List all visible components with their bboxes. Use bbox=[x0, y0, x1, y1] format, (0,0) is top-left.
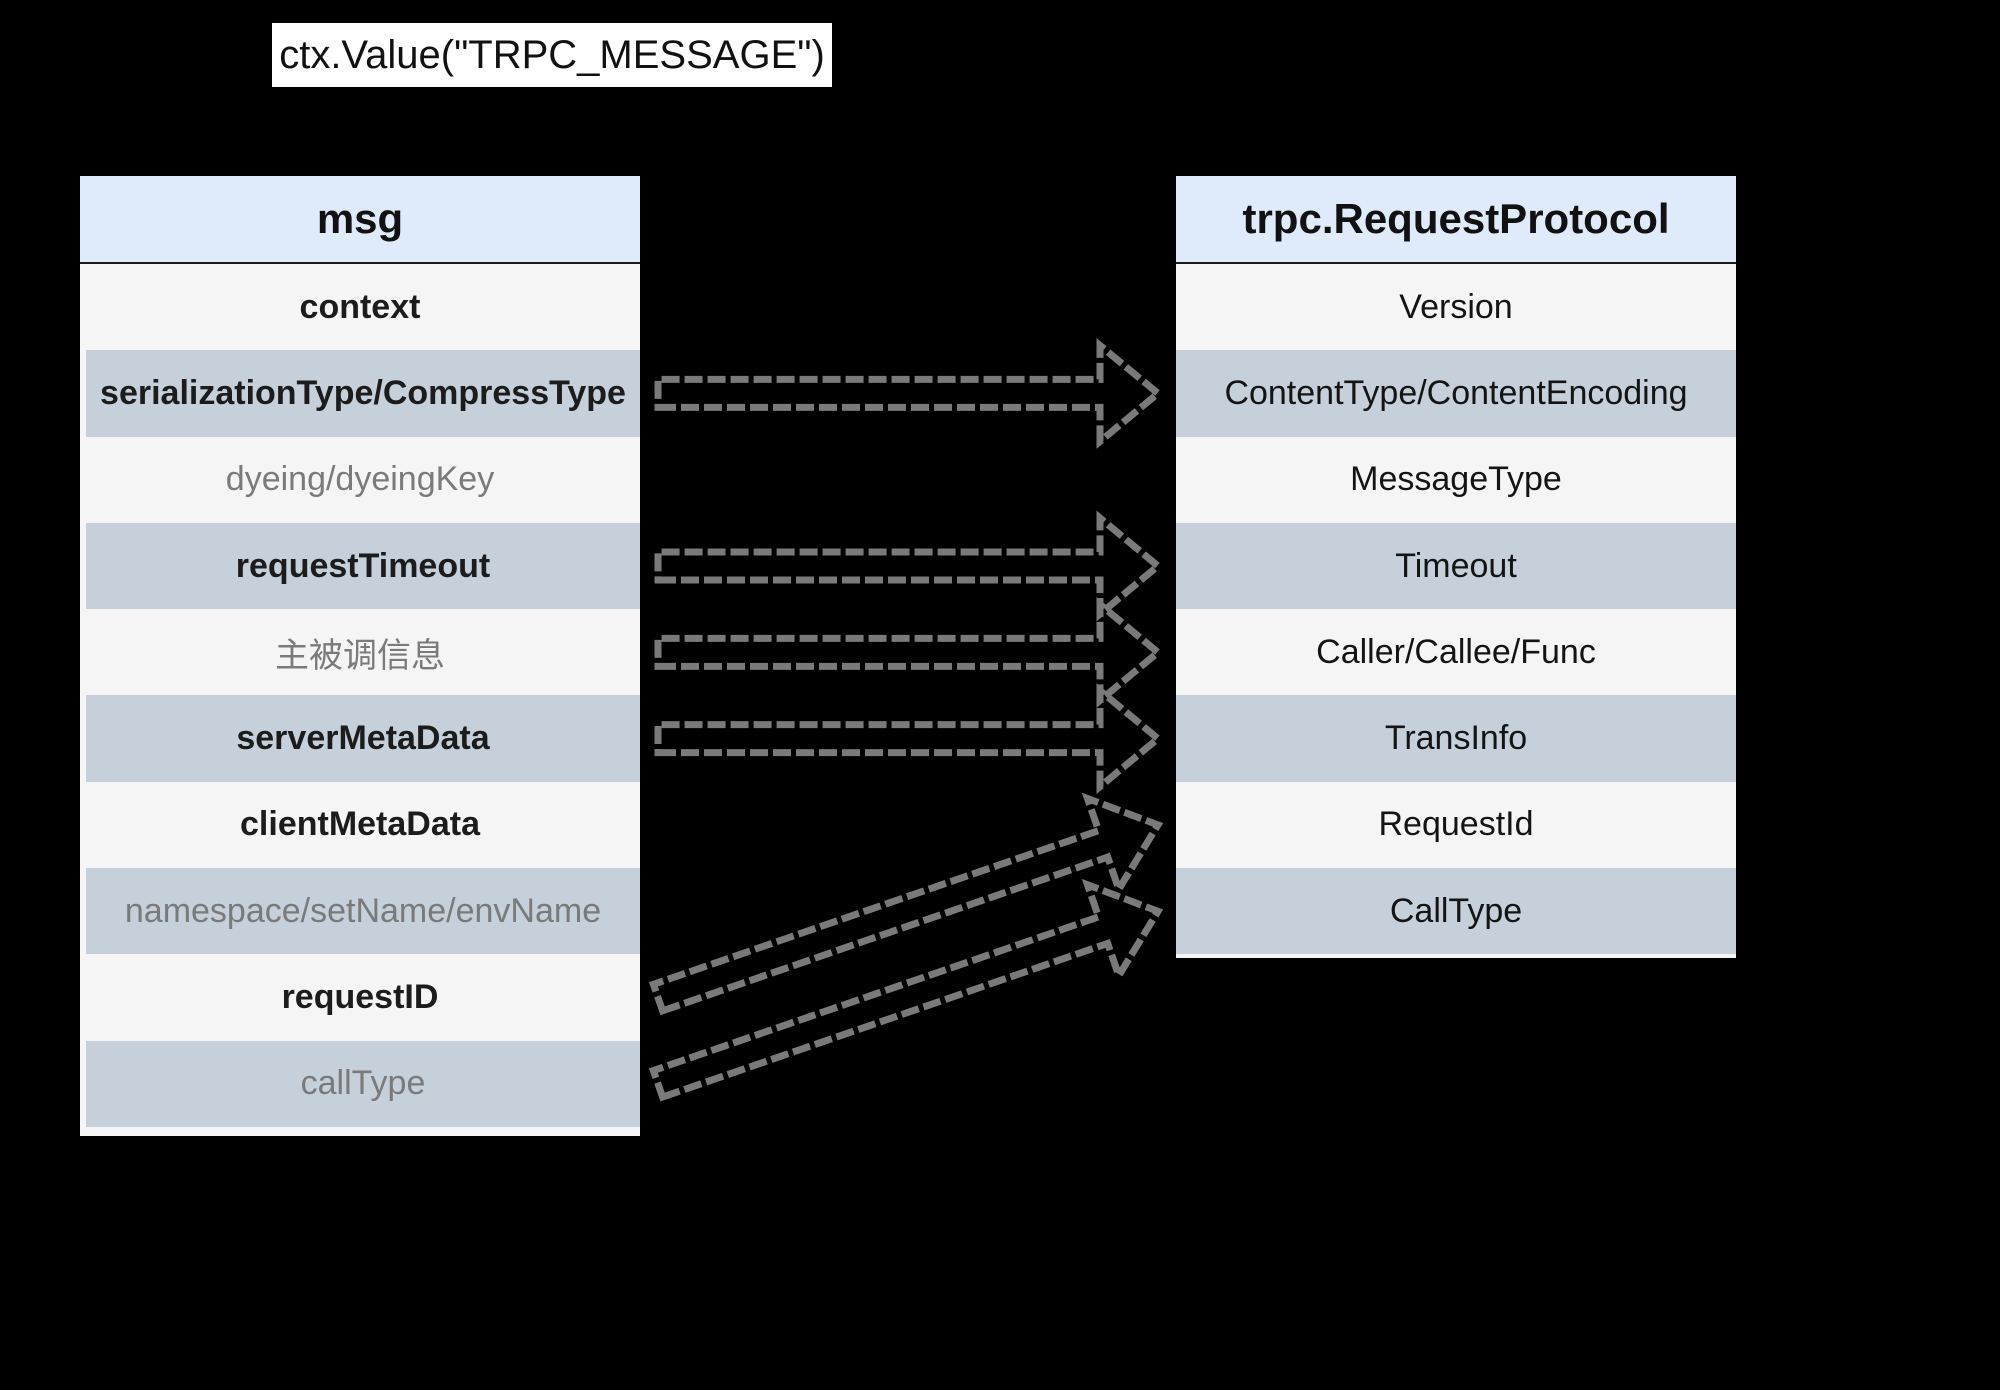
protocol-field-timeout: Timeout bbox=[1176, 522, 1736, 610]
protocol-field-transinfo: TransInfo bbox=[1176, 695, 1736, 782]
ctx-value-label: ctx.Value("TRPC_MESSAGE") bbox=[272, 23, 832, 87]
msg-field-context: context bbox=[80, 264, 640, 351]
protocol-field-calltype: CallType bbox=[1176, 868, 1736, 955]
msg-field-namespace-setname-envname: namespace/setName/envName bbox=[86, 868, 640, 955]
protocol-field-version: Version bbox=[1176, 264, 1736, 351]
msg-field-servermetadata: serverMetaData bbox=[86, 695, 640, 782]
mapping-arrow bbox=[648, 792, 1164, 1016]
mapping-arrow bbox=[654, 510, 1164, 622]
mapping-arrow bbox=[654, 337, 1164, 449]
mapping-arrow bbox=[648, 878, 1164, 1102]
protocol-field-requestid: RequestId bbox=[1176, 781, 1736, 869]
msg-field-clientmetadata: clientMetaData bbox=[80, 781, 640, 869]
mapping-arrow bbox=[654, 596, 1164, 708]
msg-table-title: msg bbox=[80, 176, 640, 264]
msg-field-requesttimeout: requestTimeout bbox=[86, 522, 640, 610]
mapping-arrow bbox=[654, 683, 1164, 795]
protocol-field-messagetype: MessageType bbox=[1176, 436, 1736, 523]
msg-field-requestid: requestID bbox=[80, 954, 640, 1041]
protocol-field-contenttype-contentencoding: ContentType/ContentEncoding bbox=[1176, 350, 1736, 437]
msg-field-serializationtype-compresstype: serializationType/CompressType bbox=[86, 350, 640, 437]
msg-field-caller-callee-info: 主被调信息 bbox=[80, 609, 640, 696]
request-protocol-table-title: trpc.RequestProtocol bbox=[1176, 176, 1736, 264]
msg-field-dyeing-dyeingkey: dyeing/dyeingKey bbox=[80, 436, 640, 523]
protocol-field-caller-callee-func: Caller/Callee/Func bbox=[1176, 609, 1736, 696]
msg-field-calltype: callType bbox=[86, 1040, 640, 1127]
